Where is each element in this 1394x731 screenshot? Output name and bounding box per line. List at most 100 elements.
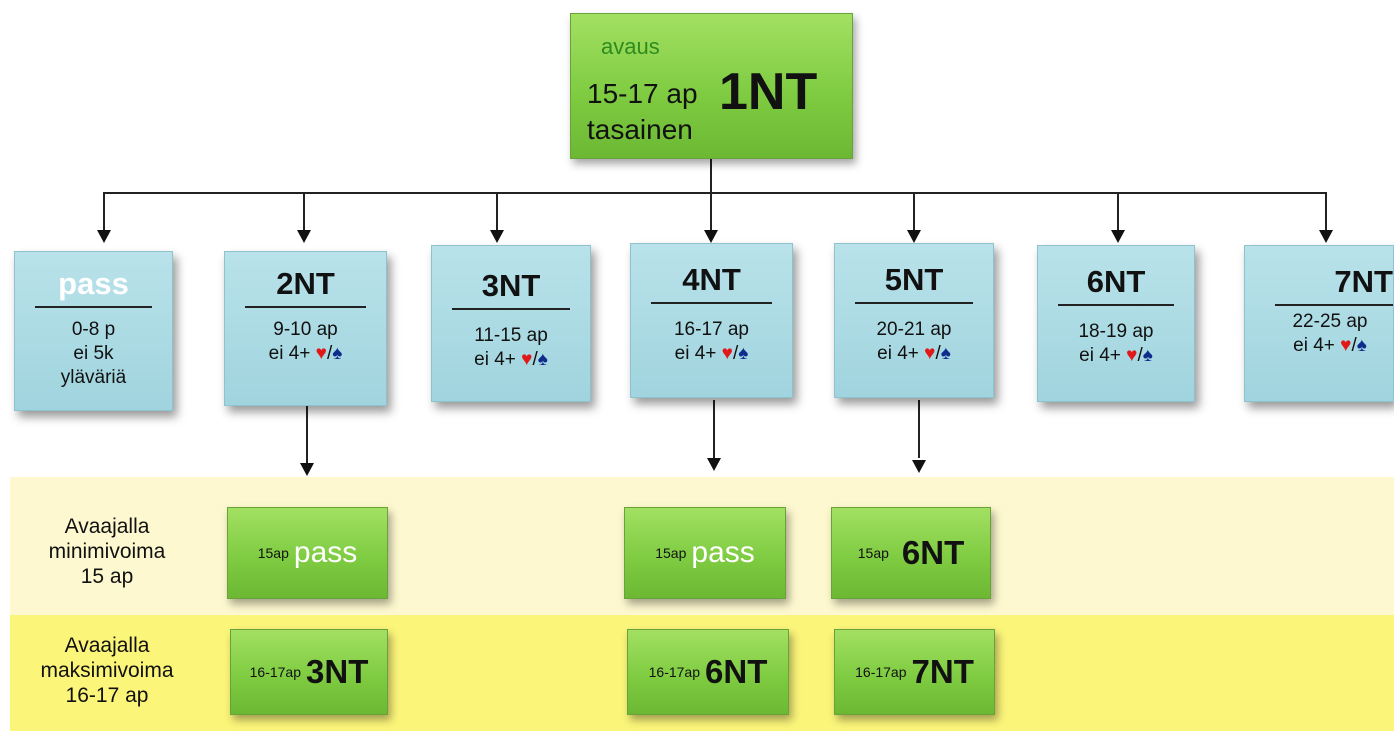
rebid-5nt-minimum: 15ap 6NT bbox=[831, 507, 991, 599]
suit-separator: / bbox=[1137, 345, 1143, 366]
heart-icon: ♥ bbox=[521, 349, 533, 370]
row-label-line: Avaajalla bbox=[64, 515, 150, 538]
response-range: 18-19 ap bbox=[1078, 321, 1154, 342]
spade-icon: ♠ bbox=[940, 343, 951, 364]
response-line: 0-8 p bbox=[71, 319, 116, 340]
arrow-to-7nt bbox=[1319, 230, 1333, 243]
response-5nt: 5NT 20-21 ap ei 4+ ♥/♠ bbox=[834, 243, 994, 398]
connector-5nt-rebid bbox=[918, 400, 920, 458]
connector-drop-3nt bbox=[496, 192, 498, 230]
rebid-4nt-minimum: 15ap pass bbox=[624, 507, 786, 599]
response-suits: ei 4+ ♥/♠ bbox=[835, 342, 993, 366]
row-label-line: 16-17 ap bbox=[65, 684, 149, 707]
suit-separator: / bbox=[935, 343, 941, 364]
spade-icon: ♠ bbox=[537, 349, 548, 370]
arrow-to-pass bbox=[97, 230, 111, 243]
rebid-points: 15ap bbox=[257, 545, 289, 561]
rebid-5nt-maximum: 16-17ap 7NT bbox=[834, 629, 995, 715]
response-line: ei 5k bbox=[73, 343, 114, 364]
heart-icon: ♥ bbox=[924, 343, 936, 364]
response-range: 22-25 ap bbox=[1292, 311, 1368, 332]
spade-icon: ♠ bbox=[738, 343, 749, 364]
opening-points: 15-17 ap bbox=[587, 78, 698, 109]
response-line: yläväriä bbox=[60, 367, 127, 388]
rebid-bid: 6NT bbox=[901, 534, 965, 571]
spade-icon: ♠ bbox=[1142, 345, 1153, 366]
rebid-2nt-minimum: 15ap pass bbox=[227, 507, 388, 599]
arrow-to-4nt bbox=[704, 230, 718, 243]
rebid-points: 15ap bbox=[857, 545, 889, 561]
opening-box: avaus 15-17 ap 1NT tasainen bbox=[570, 13, 853, 159]
no-major-text: ei 4+ bbox=[877, 343, 919, 364]
response-suits: ei 4+ ♥/♠ bbox=[225, 342, 386, 366]
no-major-text: ei 4+ bbox=[474, 349, 516, 370]
suit-separator: / bbox=[732, 343, 739, 364]
row-label-minimum: Avaajalla minimivoima 15 ap bbox=[22, 514, 192, 589]
response-bid: 2NT bbox=[245, 266, 366, 308]
arrow-to-6nt bbox=[1111, 230, 1125, 243]
connector-2nt-rebid bbox=[306, 405, 308, 463]
connector-drop-2nt bbox=[303, 192, 305, 230]
response-range: 20-21 ap bbox=[876, 319, 952, 340]
connector-drop-pass bbox=[103, 192, 105, 230]
no-major-text: ei 4+ bbox=[1293, 335, 1335, 356]
arrow-to-5nt bbox=[907, 230, 921, 243]
row-label-line: maksimivoima bbox=[40, 659, 174, 682]
row-label-line: Avaajalla bbox=[64, 634, 150, 657]
rebid-points: 16-17ap bbox=[249, 664, 302, 680]
arrow-5nt-rebid bbox=[912, 460, 926, 473]
suit-separator: / bbox=[1351, 335, 1357, 356]
connector-trunk bbox=[710, 159, 712, 192]
response-range: 11-15 ap bbox=[474, 325, 548, 346]
rebid-4nt-maximum: 16-17ap 6NT bbox=[627, 629, 789, 715]
rebid-bid: pass bbox=[691, 536, 755, 569]
opening-shape: tasainen bbox=[587, 114, 693, 145]
heart-icon: ♥ bbox=[1340, 335, 1352, 356]
arrow-to-2nt bbox=[297, 230, 311, 243]
rebid-points: 16-17ap bbox=[648, 664, 701, 680]
response-suits: ei 4+ ♥/♠ bbox=[1038, 344, 1194, 368]
connector-4nt-rebid bbox=[713, 400, 715, 458]
rebid-bid: 3NT bbox=[306, 653, 369, 690]
response-4nt: 4NT 16-17 ap ei 4+ ♥/♠ bbox=[630, 243, 793, 398]
rebid-points: 16-17ap bbox=[855, 664, 907, 680]
heart-icon: ♥ bbox=[721, 343, 733, 364]
suit-separator: / bbox=[326, 343, 333, 364]
heart-icon: ♥ bbox=[315, 343, 327, 364]
rebid-bid: 6NT bbox=[705, 653, 768, 690]
rebid-points: 15ap bbox=[655, 545, 687, 561]
response-3nt: 3NT 11-15 ap ei 4+ ♥/♠ bbox=[431, 245, 591, 402]
arrow-2nt-rebid bbox=[300, 463, 314, 476]
spade-icon: ♠ bbox=[1356, 335, 1367, 356]
no-major-text: ei 4+ bbox=[1079, 345, 1121, 366]
response-bid: pass bbox=[35, 266, 152, 308]
response-pass: pass 0-8 p ei 5k yläväriä bbox=[14, 251, 173, 411]
spade-icon: ♠ bbox=[332, 343, 343, 364]
arrow-to-3nt bbox=[490, 230, 504, 243]
response-6nt: 6NT 18-19 ap ei 4+ ♥/♠ bbox=[1037, 245, 1195, 402]
no-major-text: ei 4+ bbox=[268, 343, 311, 364]
response-range: 16-17 ap bbox=[673, 319, 749, 340]
row-label-line: 15 ap bbox=[80, 565, 134, 588]
connector-bus bbox=[103, 192, 1327, 194]
response-range: 9-10 ap bbox=[273, 319, 338, 340]
row-label-maximum: Avaajalla maksimivoima 16-17 ap bbox=[22, 633, 192, 708]
response-bid: 4NT bbox=[651, 262, 772, 304]
suit-separator: / bbox=[532, 349, 538, 370]
rebid-bid: 7NT bbox=[911, 653, 974, 690]
connector-drop-4nt bbox=[710, 192, 712, 230]
response-suits: ei 4+ ♥/♠ bbox=[432, 348, 590, 372]
response-bid: 5NT bbox=[855, 262, 973, 304]
connector-drop-7nt bbox=[1325, 192, 1327, 230]
response-suits: ei 4+ ♥/♠ bbox=[631, 342, 792, 366]
opening-label: avaus bbox=[601, 34, 660, 59]
rebid-bid: pass bbox=[293, 536, 358, 569]
response-bid: 3NT bbox=[452, 268, 570, 310]
rebid-2nt-maximum: 16-17ap 3NT bbox=[230, 629, 388, 715]
response-2nt: 2NT 9-10 ap ei 4+ ♥/♠ bbox=[224, 251, 387, 406]
opening-bid: 1NT bbox=[719, 63, 818, 121]
heart-icon: ♥ bbox=[1126, 345, 1138, 366]
response-7nt: 7NT 22-25 ap ei 4+ ♥/♠ bbox=[1244, 245, 1394, 402]
connector-drop-6nt bbox=[1117, 192, 1119, 230]
response-bid: 7NT bbox=[1275, 264, 1393, 306]
